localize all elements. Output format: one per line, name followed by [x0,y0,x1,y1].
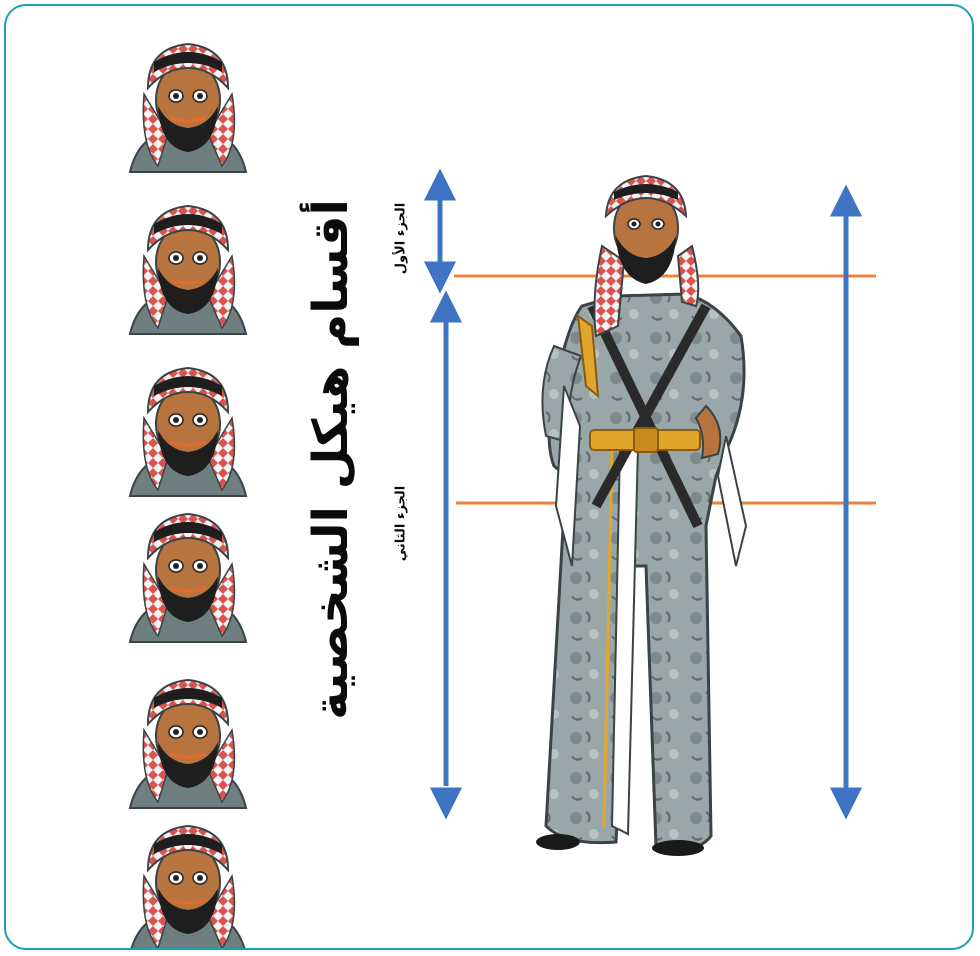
character-figure [536,176,746,856]
arrow-part-one [428,174,452,288]
character-body-diagram [6,6,972,948]
diagram-frame: أقسام هيكل الشخصية الجزء الأول الجزء الث… [4,4,974,950]
arrow-part-two [434,296,458,814]
